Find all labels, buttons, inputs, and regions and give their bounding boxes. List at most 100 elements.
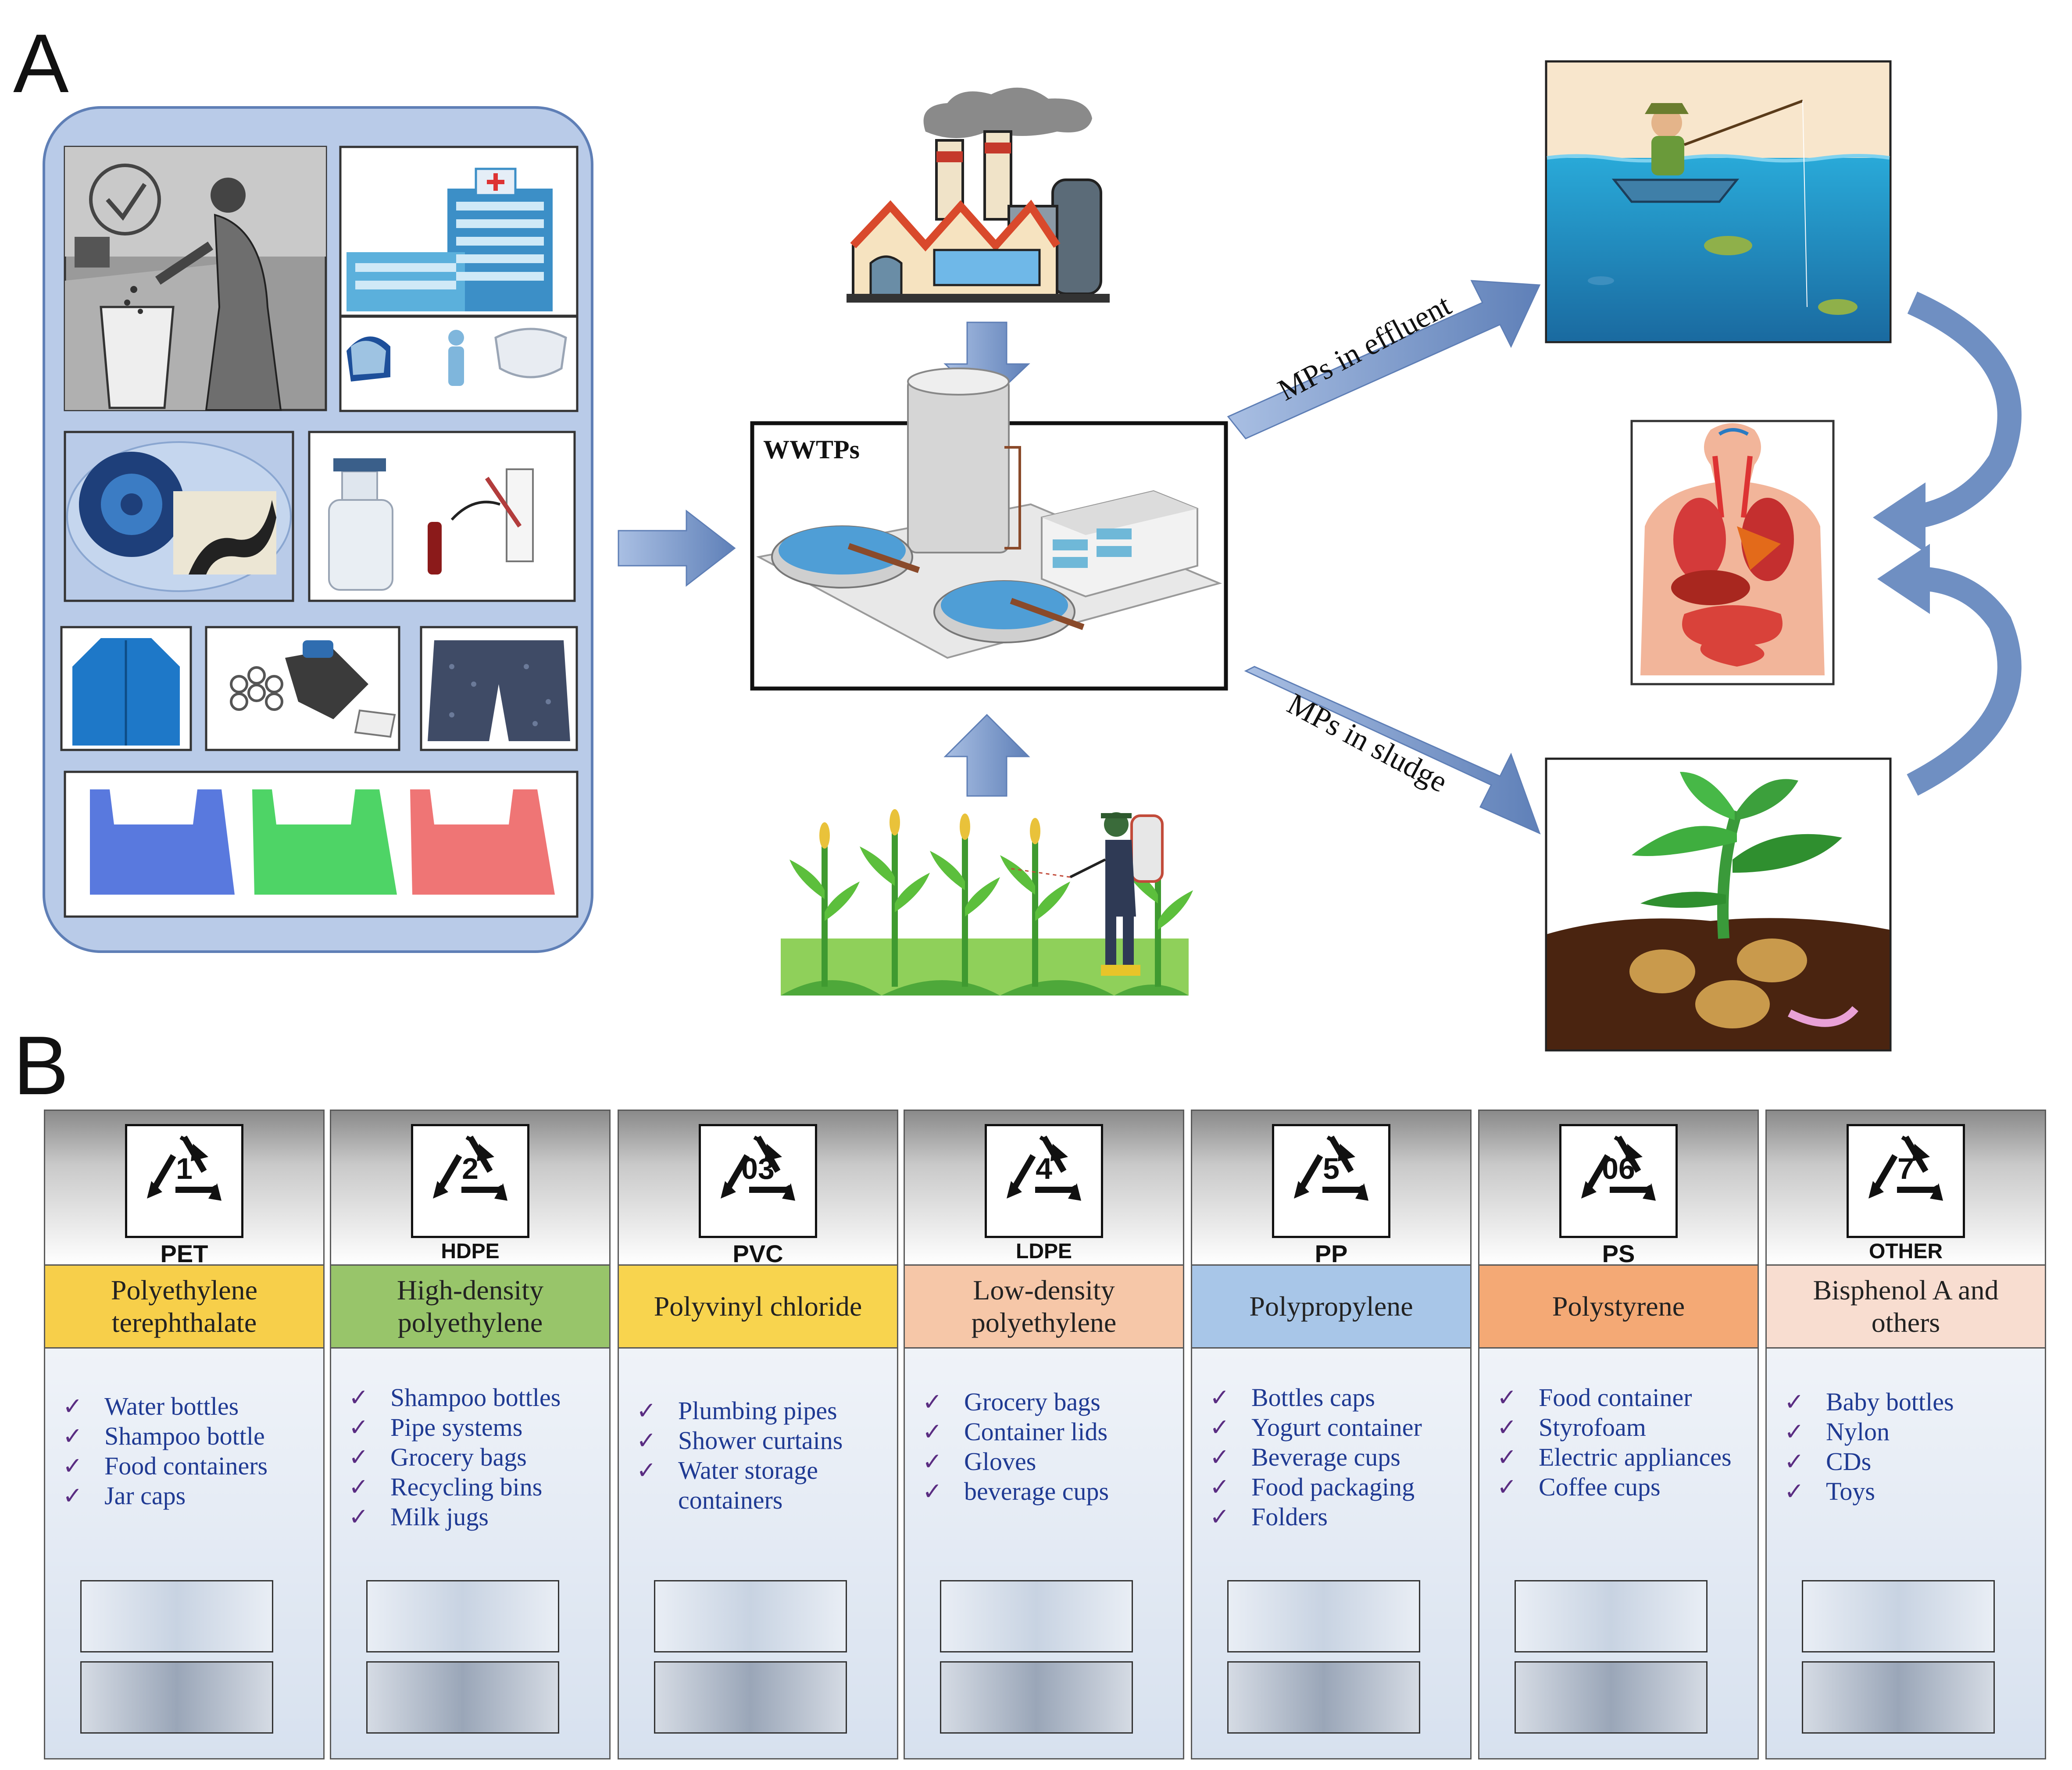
use-item-label: Coffee cups xyxy=(1539,1473,1661,1501)
use-item: ✓Electric appliances xyxy=(1497,1442,1753,1472)
arrow-to-wwtp xyxy=(618,509,736,587)
tire-road-image xyxy=(64,431,294,602)
use-item: ✓Container lids xyxy=(922,1417,1179,1447)
resin-number: 03 xyxy=(741,1152,775,1185)
use-item: ✓Folders xyxy=(1210,1502,1466,1532)
checkmark-icon: ✓ xyxy=(1497,1413,1517,1441)
plastic-name: Low-density polyethylene xyxy=(905,1264,1183,1349)
plastic-name: Polyvinyl chloride xyxy=(619,1264,897,1349)
product-photo xyxy=(940,1661,1133,1734)
use-item: ✓ Shampoo bottle xyxy=(63,1421,319,1451)
checkmark-icon: ✓ xyxy=(63,1422,83,1450)
product-photo xyxy=(1227,1661,1420,1734)
product-photo xyxy=(654,1661,847,1734)
product-photo xyxy=(1802,1580,1995,1652)
use-item-label: Jar caps xyxy=(104,1481,186,1510)
checkmark-icon: ✓ xyxy=(1497,1443,1517,1471)
use-item: ✓Milk jugs xyxy=(349,1502,605,1532)
shorts-image xyxy=(420,626,578,751)
hospital-image xyxy=(339,146,579,317)
product-photo xyxy=(80,1661,273,1734)
plastic-items-image xyxy=(205,626,400,751)
use-item-label: Toys xyxy=(1826,1477,1875,1506)
use-item: ✓ Water storage containers xyxy=(636,1456,893,1515)
farm-image xyxy=(781,809,1193,996)
uses-list: ✓Grocery bags✓Container lids✓Gloves✓beve… xyxy=(922,1387,1179,1506)
product-photo xyxy=(1227,1580,1420,1652)
use-item-label: CDs xyxy=(1826,1447,1872,1476)
resin-number: 2 xyxy=(462,1152,479,1185)
use-item: ✓Shower curtains xyxy=(636,1426,893,1456)
use-item-label: beverage cups xyxy=(964,1477,1109,1506)
checkmark-icon: ✓ xyxy=(63,1482,83,1509)
uses-list: ✓Plumbing pipes✓Shower curtains✓ Water st… xyxy=(636,1396,893,1515)
resin-number: 06 xyxy=(1602,1152,1635,1185)
uses-list: ✓Food container✓Styrofoam✓Electric appli… xyxy=(1497,1383,1753,1502)
use-item-label: Beverage cups xyxy=(1251,1443,1400,1471)
checkmark-icon: ✓ xyxy=(1784,1448,1804,1475)
use-item: ✓Gloves xyxy=(922,1447,1179,1477)
use-item-label: Grocery bags xyxy=(390,1443,527,1471)
product-photo xyxy=(654,1580,847,1652)
checkmark-icon: ✓ xyxy=(63,1452,83,1480)
checkmark-icon: ✓ xyxy=(1210,1443,1230,1471)
use-item: ✓Plumbing pipes xyxy=(636,1396,893,1426)
use-item: ✓ Styrofoam xyxy=(1497,1413,1753,1442)
checkmark-icon: ✓ xyxy=(922,1388,943,1416)
sludge-label: MPs in sludge xyxy=(1282,687,1453,799)
checkmark-icon: ✓ xyxy=(636,1456,657,1484)
arrow-farm-to-wwtp xyxy=(943,714,1030,797)
resin-number: 1 xyxy=(176,1152,193,1185)
disinfectant-test-image xyxy=(308,431,576,602)
use-item-label: Food packaging xyxy=(1251,1473,1415,1501)
use-item-label: Styrofoam xyxy=(1539,1413,1646,1442)
use-item-label: Shampoo bottles xyxy=(390,1383,561,1412)
use-item-label: Water bottles xyxy=(104,1392,239,1420)
use-item: ✓Food containers xyxy=(63,1451,319,1481)
plastic-name: Polystyrene xyxy=(1479,1264,1758,1349)
resin-number: 5 xyxy=(1323,1152,1340,1185)
arrow-fish-to-human xyxy=(1907,291,2022,530)
checkmark-icon: ✓ xyxy=(922,1418,943,1445)
use-item-label: Water storage containers xyxy=(678,1456,818,1514)
checkmark-icon: ✓ xyxy=(636,1427,657,1454)
product-photo xyxy=(366,1661,559,1734)
use-item: ✓Food container xyxy=(1497,1383,1753,1413)
human-organs-image xyxy=(1630,420,1835,685)
factory-image xyxy=(847,87,1110,303)
product-photo xyxy=(1515,1580,1708,1652)
resin-number: 4 xyxy=(1036,1152,1052,1185)
use-item-label: Recycling bins xyxy=(390,1473,543,1501)
checkmark-icon: ✓ xyxy=(922,1448,943,1475)
use-item-label: Grocery bags xyxy=(964,1388,1100,1416)
resin-code: OTHER xyxy=(1869,1240,1943,1263)
checkmark-icon: ✓ xyxy=(1210,1413,1230,1441)
uses-list: ✓ Water bottles ✓ Shampoo bottle✓Food conta… xyxy=(63,1392,319,1511)
use-item: ✓Yogurt container xyxy=(1210,1413,1466,1442)
use-item-label: Food container xyxy=(1539,1383,1692,1412)
uses-list: ✓Baby bottles✓Nylon✓CDs✓Toys xyxy=(1784,1387,2040,1506)
use-item-label: Pipe systems xyxy=(390,1413,523,1442)
checkmark-icon: ✓ xyxy=(922,1477,943,1505)
use-item: ✓Nylon xyxy=(1784,1417,2040,1447)
use-item-label: Shampoo bottle xyxy=(104,1422,265,1450)
resin-code: LDPE xyxy=(1015,1240,1072,1263)
checkmark-icon: ✓ xyxy=(349,1384,369,1411)
arrow-effluent xyxy=(1227,280,1541,439)
plastic-name: High-density polyethylene xyxy=(331,1264,609,1349)
use-item-label: Folders xyxy=(1251,1502,1328,1531)
checkmark-icon: ✓ xyxy=(349,1443,369,1471)
arrow-plant-to-human xyxy=(1907,567,2022,796)
use-item: ✓ beverage cups xyxy=(922,1477,1179,1506)
